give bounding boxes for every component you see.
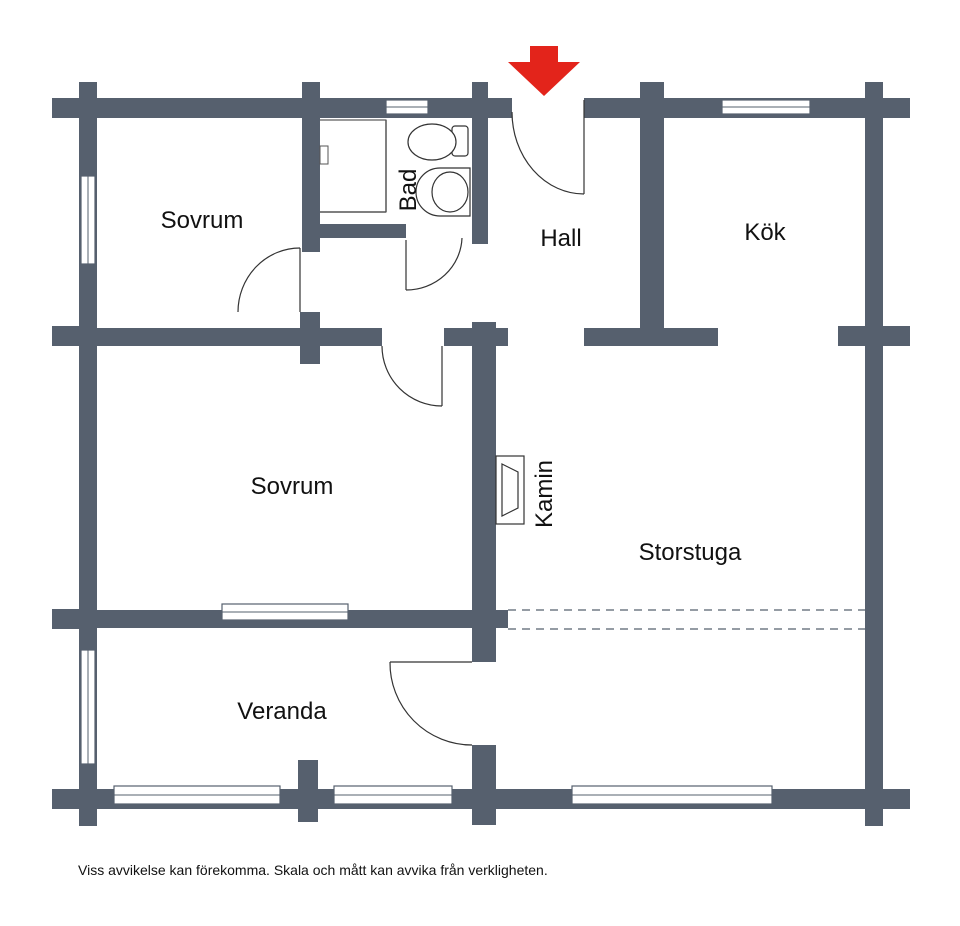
disclaimer-text: Viss avvikelse kan förekomma. Skala och … bbox=[78, 862, 548, 878]
room-label-veranda: Veranda bbox=[237, 698, 327, 725]
room-label-kok: Kök bbox=[744, 219, 786, 246]
windows bbox=[80, 99, 811, 805]
room-label-storstuga: Storstuga bbox=[639, 539, 742, 566]
arrow-down-icon bbox=[508, 46, 580, 96]
bath-fixtures bbox=[319, 119, 471, 217]
room-label-bad: Bad bbox=[395, 169, 422, 212]
doors bbox=[237, 100, 585, 746]
room-label-sovrum-mid: Sovrum bbox=[251, 473, 334, 500]
room-label-hall: Hall bbox=[540, 225, 581, 252]
entrance-opening bbox=[512, 98, 584, 118]
walls bbox=[52, 82, 910, 826]
room-label-kamin: Kamin bbox=[531, 460, 558, 528]
room-label-sovrum-top: Sovrum bbox=[161, 207, 244, 234]
fireplace bbox=[495, 455, 525, 525]
